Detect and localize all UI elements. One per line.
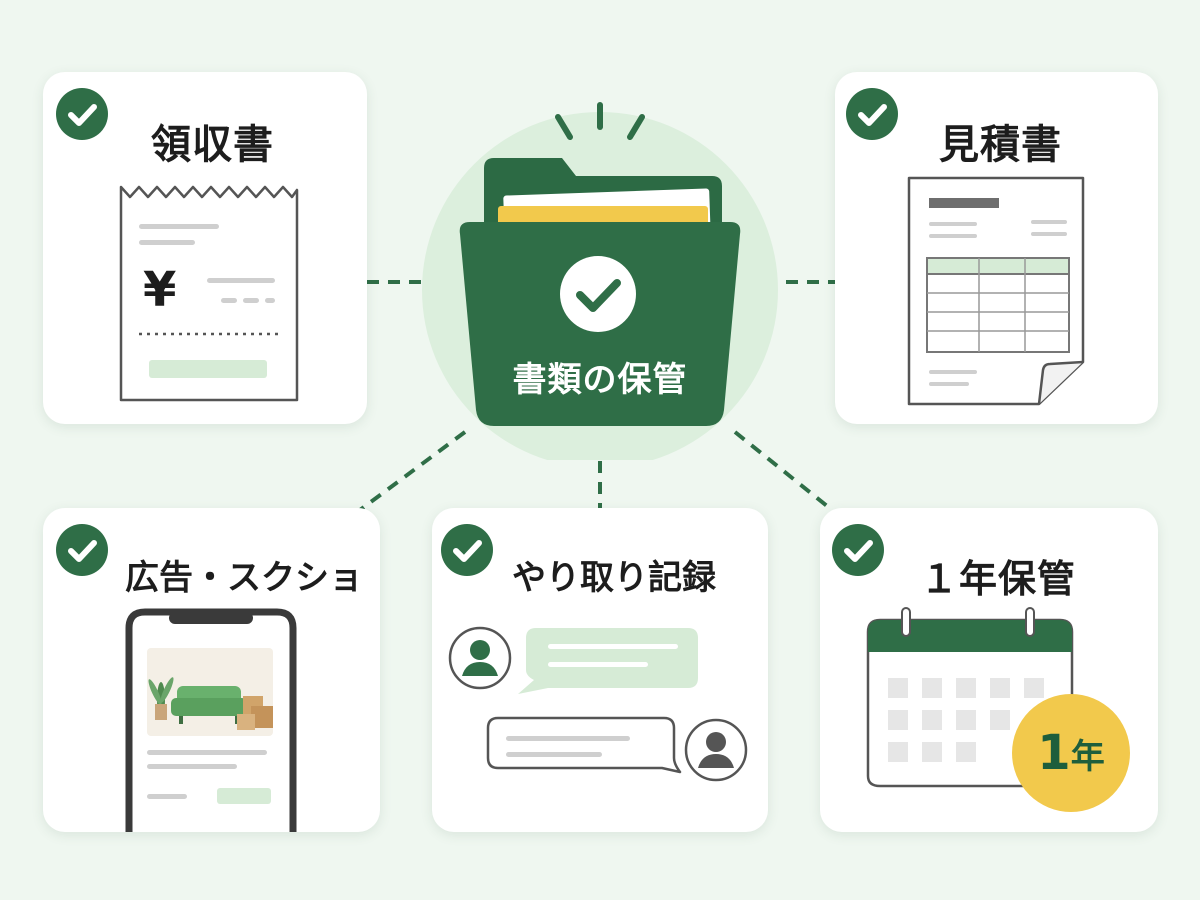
smartphone-screenshot-icon [125, 608, 297, 832]
estimate-document-icon [907, 176, 1085, 406]
check-icon [846, 88, 898, 140]
card-estimate: 見積書 [835, 72, 1158, 424]
chat-messages-icon [448, 626, 748, 782]
check-icon [56, 88, 108, 140]
folder-label: 書類の保管 [512, 360, 688, 400]
one-year-badge [1012, 694, 1130, 812]
card-title: やり取り記録 [512, 558, 716, 598]
yen-symbol: ¥ [143, 262, 177, 318]
check-icon [441, 524, 493, 576]
badge-number: 1 [1037, 725, 1071, 781]
connector-ads [358, 430, 467, 512]
badge-unit: 年 [1070, 736, 1105, 777]
folder-check-icon [422, 102, 778, 460]
check-icon [56, 524, 108, 576]
card-chat-record: やり取り記録 [432, 508, 768, 832]
card-ads-screenshot: 広告・スクショ [43, 508, 380, 832]
card-receipt: 領収書 ¥ [43, 72, 367, 424]
check-icon [832, 524, 884, 576]
card-title: 広告・スクショ [125, 558, 363, 598]
card-title: 領収書 [151, 122, 274, 168]
card-title: １年保管 [920, 557, 1077, 601]
card-title: 見積書 [939, 122, 1062, 168]
receipt-icon [119, 185, 299, 402]
